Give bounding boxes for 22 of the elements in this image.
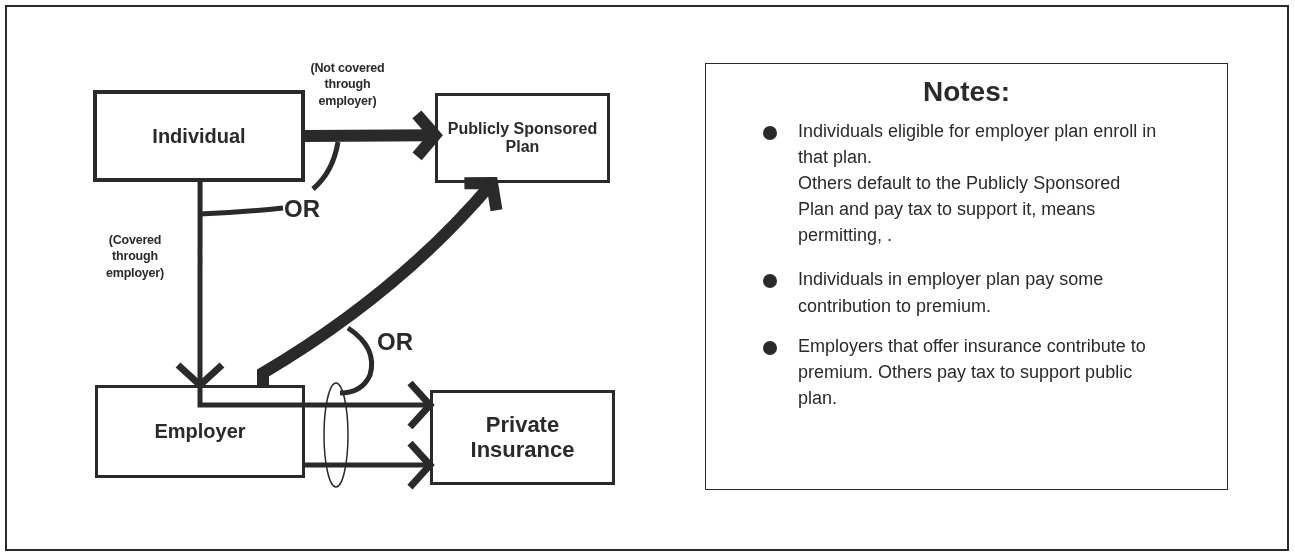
edge-label: (Covered through employer) — [105, 232, 165, 281]
arrow — [305, 439, 434, 491]
or-label: OR — [284, 197, 320, 221]
or-label: OR — [377, 330, 413, 354]
box-label: Employer — [153, 420, 247, 443]
arrow — [197, 379, 434, 431]
notes-box — [705, 63, 1228, 490]
note-text: Individuals in employer plan pay some contribution to premium. — [798, 268, 1105, 318]
box-label: Private Insurance — [469, 412, 576, 463]
arrow — [304, 108, 441, 163]
arrow — [257, 176, 503, 385]
entity-box — [430, 390, 615, 485]
box-label: Individual — [151, 124, 247, 148]
note-text: Individuals eligible for employer plan enroll in that plan. — [798, 120, 1157, 170]
note-text: Employers that offer insurance contribute to premium. Others pay tax to support public plan. — [798, 334, 1147, 410]
entity-box — [93, 90, 305, 182]
entity-box — [95, 385, 305, 478]
entity-box — [435, 93, 610, 183]
edge-label: (Not covered through employer) — [309, 60, 386, 109]
notes-heading: Notes: — [922, 76, 1011, 108]
note-text: Others default to the Publicly Sponsored Plan and pay tax to support it, means permitting, . — [798, 172, 1122, 248]
box-label: Publicly Sponsored Plan — [446, 120, 599, 156]
